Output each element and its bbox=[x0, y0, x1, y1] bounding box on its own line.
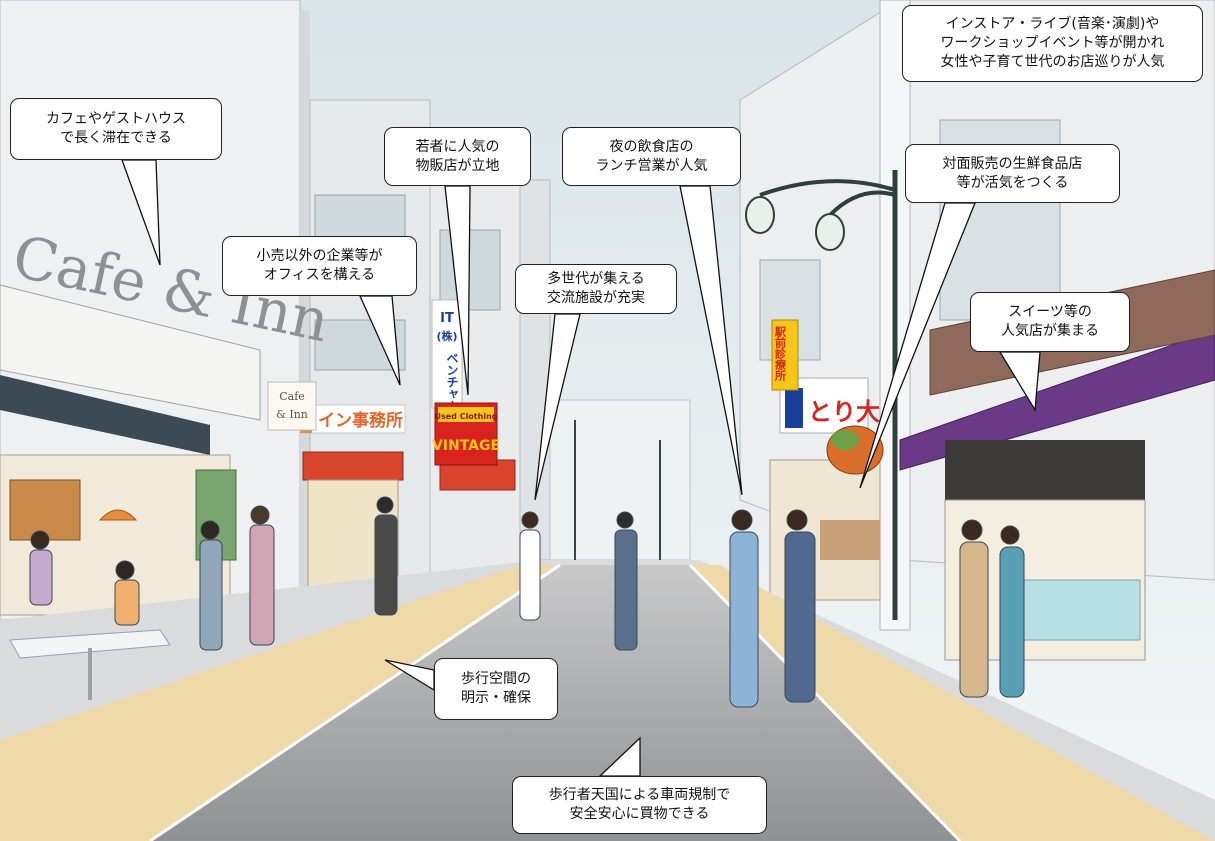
pedestrians bbox=[29, 496, 1025, 708]
cafe-small-sign-1: Cafe bbox=[279, 390, 305, 403]
left-walkway bbox=[0, 565, 560, 841]
left-buildings bbox=[0, 0, 551, 621]
it-sign-1: IT bbox=[440, 311, 454, 326]
left-signs: イン事務所 Cafe & Inn IT (株) ベンチャー Used Cloth… bbox=[267, 299, 500, 466]
right-walkway bbox=[690, 565, 1215, 841]
cafe-small-sign-2: & Inn bbox=[276, 408, 308, 421]
used-clothing-sign: Used Clothing bbox=[435, 412, 498, 421]
it-sign-3: ベンチャー bbox=[445, 352, 459, 412]
callout-pointers bbox=[121, 159, 1041, 777]
it-sign-2: (株) bbox=[436, 329, 457, 343]
office-sign: イン事務所 bbox=[318, 410, 403, 431]
right-signs: とり大 駅前診療所 bbox=[771, 319, 880, 434]
cafe-table bbox=[9, 629, 171, 700]
clinic-sign: 駅前診療所 bbox=[774, 326, 788, 382]
tori-sign: とり大 bbox=[808, 398, 880, 426]
vintage-sign: VINTAGE bbox=[432, 438, 500, 454]
